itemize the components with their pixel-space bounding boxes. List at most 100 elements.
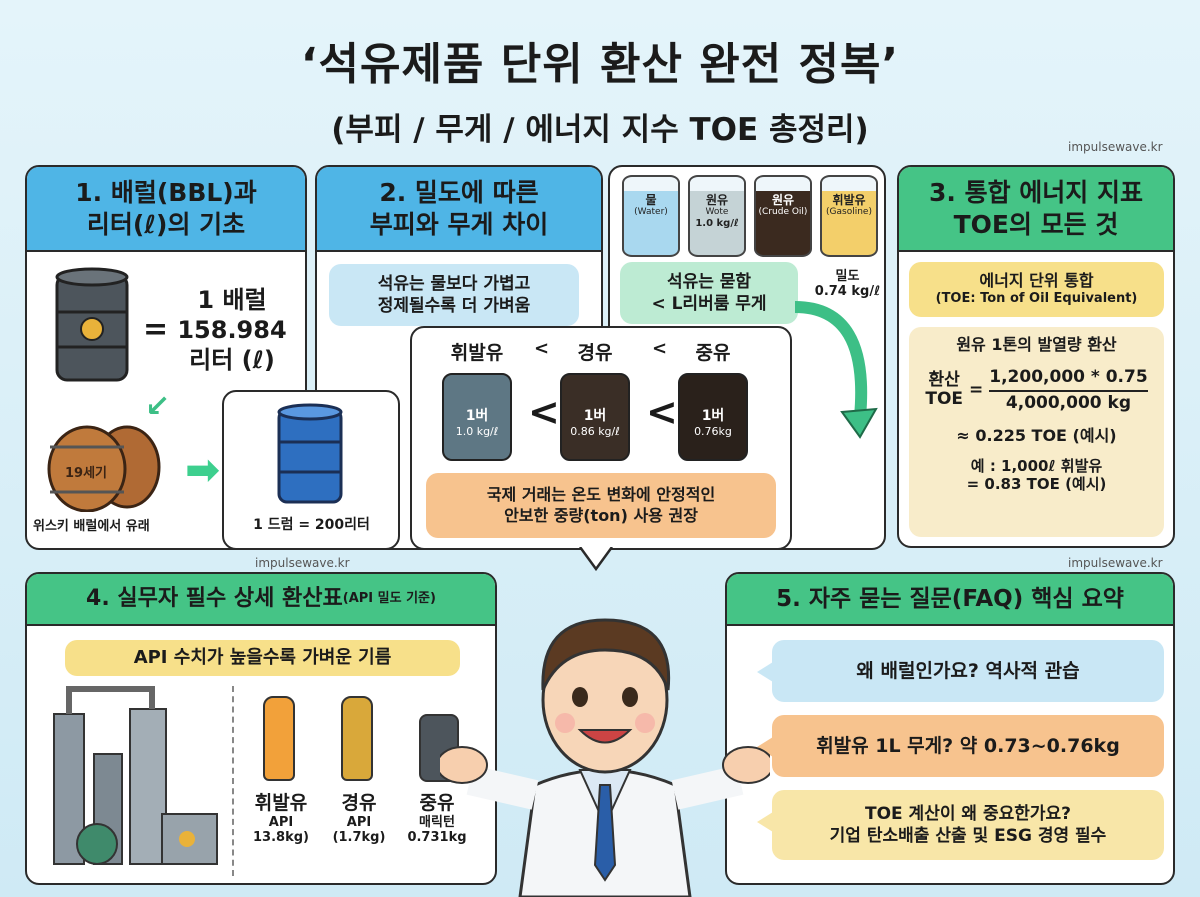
note-line: 국제 거래는 온도 변화에 안정적인 — [486, 484, 716, 504]
toe-box-subtitle: (TOE: Ton of Oil Equivalent) — [935, 291, 1138, 307]
product-name: 경유 — [577, 342, 613, 364]
toe-box-title: 에너지 단위 통합 — [979, 270, 1094, 290]
less-than-sign: < — [646, 390, 678, 434]
blue-drum-icon — [277, 403, 343, 504]
refinery-icon — [53, 686, 218, 865]
cylinder-icon — [754, 175, 812, 257]
note-line: 석유는 물보다 가볍고 — [377, 273, 531, 294]
cask-caption: 위스키 배럴에서 유래 — [33, 519, 150, 534]
section-title: 4. 실무자 필수 상세 환산표 — [86, 586, 343, 612]
product-line: API — [346, 814, 372, 830]
drum-caption: 1 드럼 = 200리터 — [253, 517, 370, 533]
faq-item: 휘발유 1L 무게? 약 0.73~0.76kg — [772, 715, 1164, 777]
cylinder-name: 원유 — [705, 193, 729, 207]
less-than-sign: < — [528, 390, 560, 434]
equals-sign: = — [143, 312, 169, 347]
faq-line: 왜 배럴인가요? 역사적 관습 — [856, 659, 1080, 682]
cylinder-name: 물 — [645, 193, 657, 207]
denominator: 4,000,000 kg — [1005, 392, 1132, 413]
barrel-label: 1버 — [701, 408, 725, 424]
example-line: = 0.83 TOE (예시) — [966, 474, 1107, 493]
cylinder-label: 원유(Crude Oil) — [754, 193, 812, 218]
calc-title: 원유 1톤의 발열량 환산 — [956, 335, 1117, 354]
product-name: 경유 — [341, 792, 377, 814]
section-title: 1. 배럴(BBL)과 — [75, 178, 257, 208]
less-than-sign: < — [534, 338, 550, 359]
section-title: 5. 자주 묻는 질문(FAQ) 핵심 요약 — [727, 574, 1173, 626]
note-line: 정제될수록 더 가벼움 — [377, 296, 531, 316]
cask-label: 19세기 — [65, 466, 108, 481]
faq-line: 기업 탄소배출 산출 및 ESG 경영 필수 — [829, 826, 1107, 846]
faq-item: TOE 계산이 왜 중요한가요?기업 탄소배출 산출 및 ESG 경영 필수 — [772, 790, 1164, 860]
cylinder-sub: (Crude Oil) — [758, 207, 808, 218]
less-than-sign: < — [652, 338, 668, 359]
barrel-unit: 리터 (ℓ) — [189, 346, 275, 374]
density-label: 밀도 — [835, 269, 860, 284]
numerator: 1,200,000 * 0.75 — [989, 366, 1148, 392]
equals-sign: = — [969, 379, 984, 400]
watermark: impulsewave.kr — [1068, 140, 1163, 154]
barrel-line: 1 배럴 — [197, 286, 267, 314]
product-value: 0.731kg — [407, 830, 467, 846]
section-api-table: 4. 실무자 필수 상세 환산표(API 밀도 기준) API 수치가 높을수록… — [25, 572, 497, 885]
bottle-icon — [263, 696, 295, 781]
example-line: 예 : 1,000ℓ 휘발유 — [970, 456, 1103, 475]
barrel-liters: 158.984 — [177, 316, 287, 344]
product-line: API — [268, 814, 294, 830]
whiskey-cask-icon — [47, 425, 161, 512]
cylinder-sub: Wote — [705, 207, 729, 218]
barrel-density: 0.86 kg/ℓ — [570, 425, 620, 438]
cylinder-sub: (Water) — [634, 207, 668, 218]
section-title-note: (API 밀도 기준) — [342, 590, 436, 606]
cylinder-item: 원유(Crude Oil) — [754, 175, 812, 257]
curved-arrow-icon — [794, 301, 878, 439]
arrow-down-left-icon: ↙ — [145, 389, 171, 424]
oil-note: 석유는 묻함< L리버룸 무게 — [620, 262, 798, 324]
watermark: impulsewave.kr — [1068, 556, 1163, 570]
arrow-right-icon: ➡ — [185, 445, 221, 494]
api-banner: API 수치가 높을수록 가벼운 기름 — [65, 640, 460, 676]
cylinder-label: 물(Water) — [622, 193, 680, 218]
cylinder-name: 휘발유 — [832, 193, 866, 207]
product-name: 휘발유 — [450, 342, 504, 364]
product-line: 매릭턴 — [419, 814, 455, 830]
section-title-line2: 부피와 무게 차이 — [369, 209, 549, 239]
bottle-icon — [341, 696, 373, 781]
faq-item: 왜 배럴인가요? 역사적 관습 — [772, 640, 1164, 702]
cylinder-name: 원유 — [771, 193, 795, 207]
drum-callout: 1 드럼 = 200리터 — [222, 390, 400, 550]
faq-line: TOE 계산이 왜 중요한가요? — [864, 803, 1072, 824]
note-line: 안보한 중량(ton) 사용 권장 — [504, 505, 698, 525]
barrel-label: 1버 — [583, 408, 607, 424]
note-line: 석유는 묻함 — [666, 271, 752, 292]
toe-definition: 에너지 단위 통합(TOE: Ton of Oil Equivalent) — [909, 262, 1164, 317]
cylinder-item: 물(Water) — [622, 175, 680, 257]
product-value: 13.8kg) — [253, 830, 309, 846]
example: 예 : 1,000ℓ 휘발유= 0.83 TOE (예시) — [967, 457, 1107, 493]
cylinder-label: 휘발유(Gasoline) — [820, 193, 878, 218]
cylinder-density: 1.0 kg/ℓ — [695, 218, 739, 230]
scientist-character — [440, 618, 770, 897]
cylinder-icon — [688, 175, 746, 257]
cylinder-icon — [622, 175, 680, 257]
density-number: 0.74 kg/ℓ — [814, 284, 881, 299]
barrel-density: 1.0 kg/ℓ — [455, 425, 499, 438]
page-subtitle: (부피 / 무게 / 에너지 지수 TOE 총정리) — [331, 112, 869, 148]
speech-tail — [757, 662, 773, 682]
